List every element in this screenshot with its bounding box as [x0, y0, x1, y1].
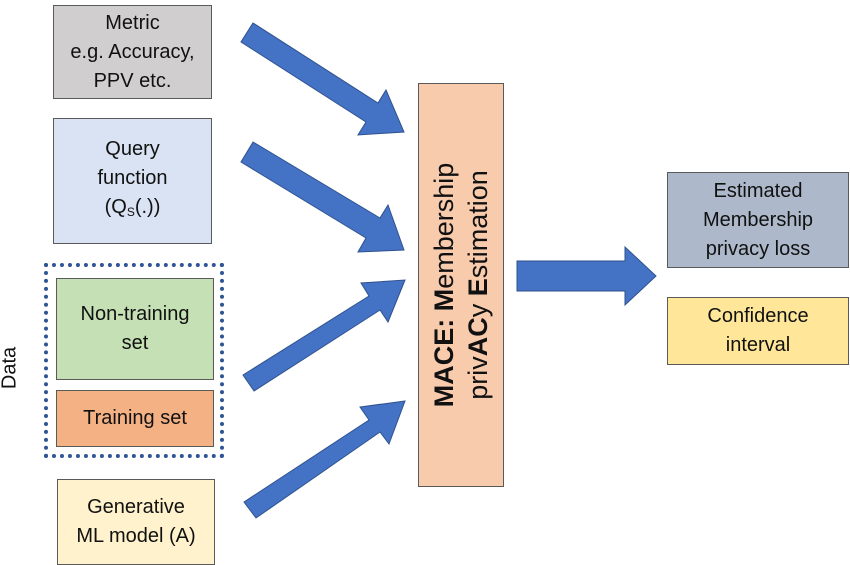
training-set-box: Training set — [56, 390, 214, 447]
generative-subtitle: ML model (A) — [76, 525, 196, 547]
metric-box: Metric e.g. Accuracy, PPV etc. — [53, 5, 212, 99]
arrow-generative — [243, 400, 406, 519]
estimated-line2: Membership — [702, 208, 814, 231]
confidence-line1: Confidence — [707, 305, 809, 327]
confidence-interval-box: Confidence interval — [667, 297, 849, 365]
confidence-line2: interval — [725, 334, 791, 356]
query-notation: (QS(.)) — [104, 196, 161, 219]
estimated-line3: privacy loss — [705, 237, 811, 260]
estimated-line1: Estimated — [713, 179, 803, 202]
non-training-label-cont: set — [121, 332, 149, 354]
arrow-query — [240, 141, 405, 253]
non-training-label: Non-training — [80, 303, 190, 325]
metric-example: e.g. Accuracy, — [70, 40, 195, 63]
query-subtitle: function — [97, 167, 168, 189]
arrow-output — [516, 245, 657, 307]
arrow-metric — [240, 22, 405, 136]
query-title: Query — [105, 138, 160, 160]
estimated-privacy-loss-box: Estimated Membership privacy loss — [667, 172, 849, 268]
generative-model-box: Generative ML model (A) — [57, 479, 215, 565]
mace-box: MACE: Membership privACy Estimation — [418, 83, 504, 487]
arrow-nontraining — [242, 279, 406, 392]
metric-title: Metric — [105, 11, 160, 34]
query-function-box: Query function (QS(.)) — [53, 118, 212, 244]
non-training-set-box: Non-training set — [56, 278, 214, 380]
training-set-label: Training set — [83, 407, 187, 429]
data-group-border — [44, 263, 224, 458]
generative-title: Generative — [87, 496, 185, 518]
metric-example-cont: PPV etc. — [93, 69, 172, 92]
